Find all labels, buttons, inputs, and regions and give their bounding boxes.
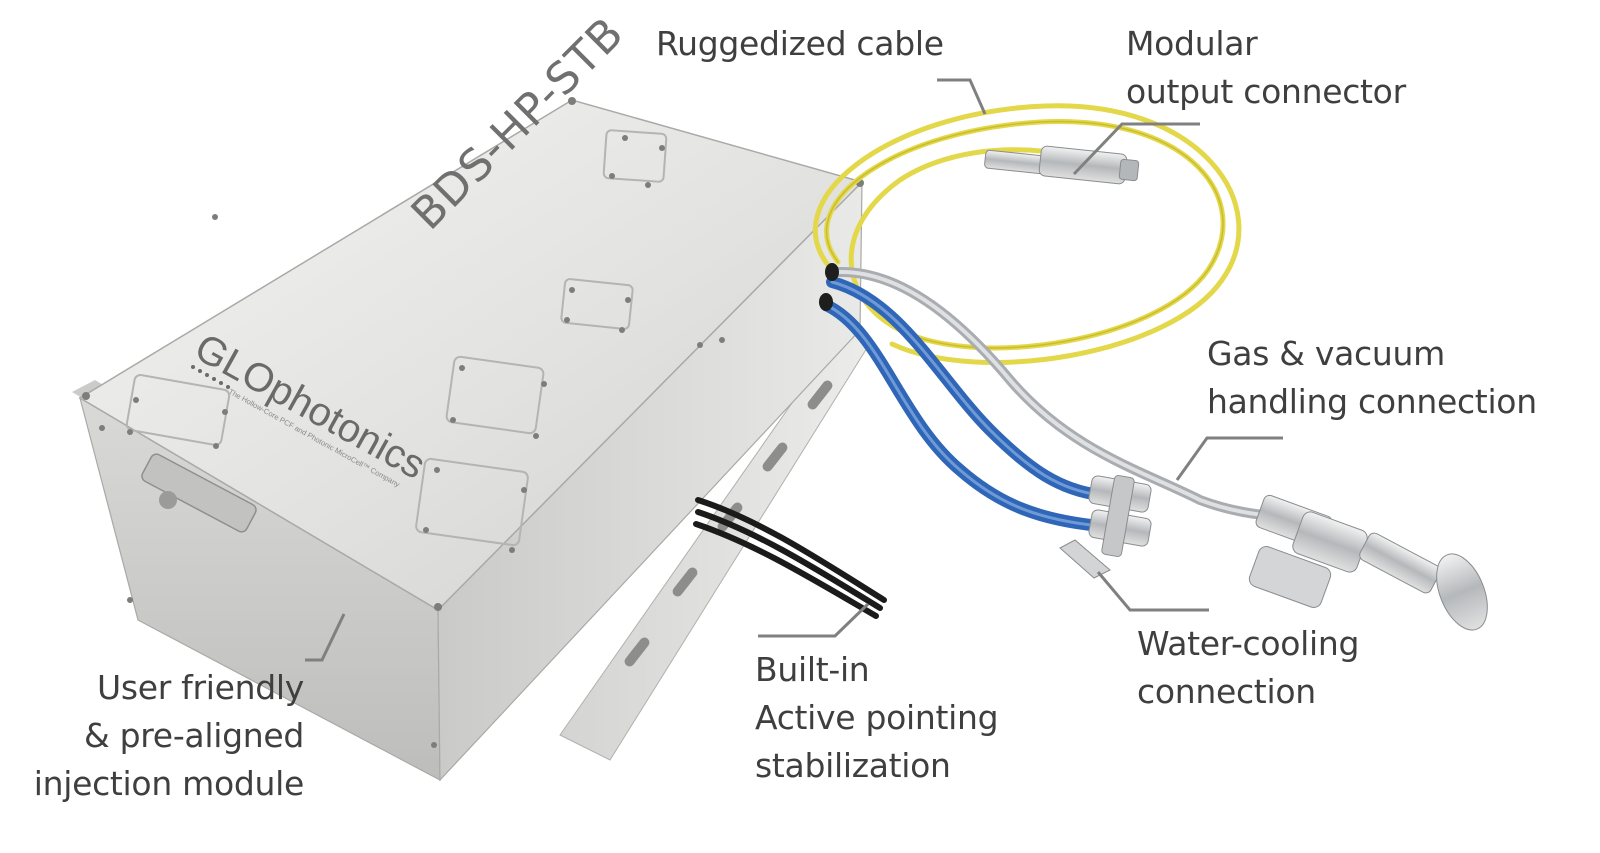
leader-lines bbox=[305, 78, 1283, 662]
side-grommets bbox=[819, 263, 839, 311]
water-cooling-hoses bbox=[820, 276, 1106, 532]
callout-pointing-stabilization: Built-in Active pointing stabilization bbox=[755, 646, 999, 790]
ruggedized-fiber-cable bbox=[812, 103, 1242, 365]
callout-line: Ruggedized cable bbox=[656, 24, 944, 63]
callout-line: handling connection bbox=[1207, 382, 1537, 421]
mounting-flange bbox=[559, 319, 873, 761]
gas-vacuum-tube bbox=[833, 266, 1305, 525]
leader-ruggedized-cable bbox=[937, 78, 987, 115]
latch-handle bbox=[141, 453, 257, 533]
callout-line: Built-in bbox=[755, 650, 870, 689]
water-cooling-fittings bbox=[1059, 475, 1152, 579]
callout-injection-module: User friendly & pre-aligned injection mo… bbox=[18, 664, 305, 808]
callout-line: Water-cooling bbox=[1137, 624, 1360, 663]
leader-gas-vacuum bbox=[1175, 436, 1283, 481]
callout-line: User friendly bbox=[96, 668, 304, 707]
callout-line: Active pointing bbox=[755, 698, 999, 737]
gas-valve-assembly bbox=[1248, 494, 1488, 631]
top-access-panels bbox=[125, 129, 668, 547]
leader-pointing-stabilization bbox=[758, 602, 870, 638]
leader-water-cooling bbox=[1096, 571, 1209, 612]
output-connector bbox=[984, 145, 1140, 185]
callout-line: Modular bbox=[1126, 24, 1258, 63]
callout-output-connector: Modular output connector bbox=[1126, 20, 1406, 116]
leader-injection-module bbox=[305, 613, 346, 662]
device-housing: BDS-HP-STB GLOphotonics The Hollow-Core … bbox=[72, 8, 864, 782]
callout-line: & pre-aligned bbox=[84, 716, 304, 755]
leader-output-connector bbox=[1072, 122, 1200, 176]
callout-line: Gas & vacuum bbox=[1207, 334, 1445, 373]
logo-dots bbox=[191, 365, 230, 389]
callout-gas-vacuum: Gas & vacuum handling connection bbox=[1207, 330, 1537, 426]
callout-ruggedized-cable: Ruggedized cable bbox=[656, 20, 944, 68]
stabilization-cables bbox=[693, 497, 887, 619]
callout-line: stabilization bbox=[755, 746, 951, 785]
callout-line: injection module bbox=[33, 764, 305, 803]
callout-water-cooling: Water-cooling connection bbox=[1137, 620, 1359, 716]
callout-line: output connector bbox=[1126, 72, 1406, 111]
callout-line: connection bbox=[1137, 672, 1316, 711]
